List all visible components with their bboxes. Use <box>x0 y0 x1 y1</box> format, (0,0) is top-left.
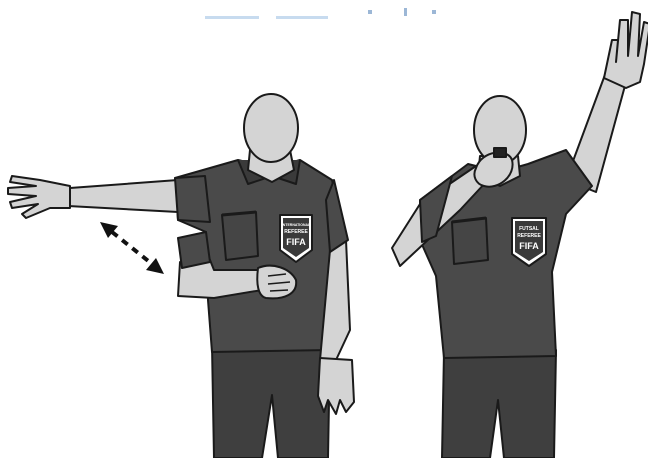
cropped-header-fragment <box>205 8 436 19</box>
rotation-arrow-icon <box>100 222 164 274</box>
left-referee-head <box>244 94 298 162</box>
left-badge-line1: REFEREE <box>284 229 308 235</box>
left-badge-logo: FIFA <box>286 237 306 247</box>
right-badge-line0: FUTSAL <box>519 226 539 232</box>
left-referee-open-hand <box>8 176 70 218</box>
left-referee-figure: INTERNATIONAL REFEREE FIFA <box>8 94 354 458</box>
right-badge-line1: REFEREE <box>517 233 541 239</box>
right-referee-shorts <box>442 350 556 458</box>
right-badge-logo: FIFA <box>519 241 539 251</box>
left-referee-extended-arm <box>68 180 178 212</box>
right-referee-figure: FUTSAL REFEREE FIFA <box>392 12 648 458</box>
left-badge-small-text: INTERNATIONAL <box>282 223 311 227</box>
whistle-icon <box>494 148 506 157</box>
left-referee-shorts <box>212 345 330 458</box>
right-referee-raised-hand <box>604 12 648 88</box>
left-referee-hanging-hand <box>318 358 354 414</box>
